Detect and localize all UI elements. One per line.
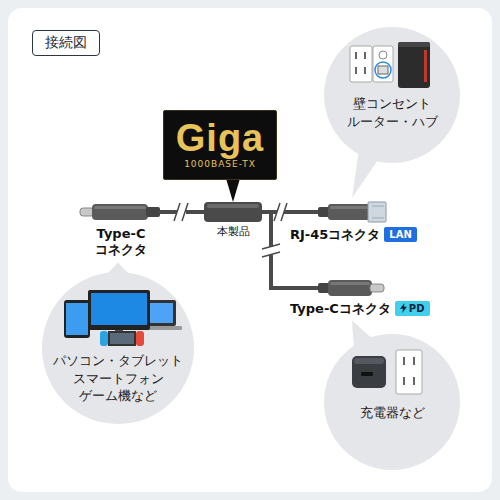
plug-highlight bbox=[330, 206, 368, 209]
lan-jack bbox=[378, 66, 388, 74]
node-text: 本製品 bbox=[200, 225, 266, 239]
plug-body bbox=[328, 280, 372, 296]
plug-body bbox=[328, 204, 370, 220]
outlet-slot bbox=[364, 67, 366, 74]
bolt-icon bbox=[400, 303, 407, 313]
lan-plate bbox=[373, 46, 393, 82]
plug-body bbox=[92, 204, 148, 220]
charger-port bbox=[361, 372, 373, 376]
rj45-contact bbox=[372, 218, 384, 219]
outlet-slot bbox=[413, 357, 415, 365]
cable-stub bbox=[261, 210, 267, 214]
outlet-slot bbox=[355, 52, 357, 59]
outlet-slot bbox=[403, 357, 405, 365]
cable-stub bbox=[287, 286, 320, 290]
outlet-plate bbox=[396, 350, 422, 394]
node-text: RJ-45コネクタ bbox=[290, 227, 380, 242]
text-group: Giga1000BASE-TX bbox=[176, 119, 264, 171]
game-screen bbox=[108, 331, 136, 346]
text-group: 充電器など bbox=[332, 404, 452, 422]
typec-plug-left bbox=[80, 204, 163, 220]
circle-fill bbox=[324, 27, 460, 163]
tablet bbox=[64, 300, 90, 338]
lan-highlight bbox=[375, 62, 391, 78]
product-highlight bbox=[207, 204, 259, 208]
node-text: パソコン・タブレット スマートフォン ゲーム機など bbox=[47, 352, 189, 405]
outlet-slot bbox=[413, 377, 415, 385]
cable-stub bbox=[287, 210, 320, 214]
plug-highlight bbox=[330, 282, 370, 285]
node-subtext: PD bbox=[395, 301, 430, 316]
node-text: Type-C コネクタ bbox=[80, 226, 162, 259]
game-joycon-right bbox=[136, 331, 144, 346]
giga-badge: Giga1000BASE-TX bbox=[163, 110, 277, 180]
tablet-display bbox=[66, 303, 88, 335]
node-text: Type-Cコネクタ bbox=[290, 301, 391, 316]
card bbox=[8, 8, 492, 492]
node-text: 充電器など bbox=[332, 404, 452, 422]
rj45-plug bbox=[287, 202, 386, 222]
monitor bbox=[88, 290, 150, 330]
cable-stub bbox=[199, 210, 205, 214]
break-gap bbox=[277, 203, 284, 221]
node-text: Giga bbox=[176, 119, 264, 159]
outlet-slot bbox=[364, 52, 366, 59]
break-line bbox=[182, 203, 188, 221]
game-display bbox=[110, 333, 134, 344]
text-group: 本製品 bbox=[200, 225, 266, 239]
callout-circle: 充電器など bbox=[324, 334, 460, 470]
circle-fill bbox=[42, 272, 194, 424]
monitor-display bbox=[91, 293, 147, 325]
outlet-slot bbox=[355, 67, 357, 74]
plug-tip bbox=[80, 208, 94, 216]
circle-fill bbox=[324, 334, 460, 470]
text-group: 壁コンセント ルーター・ハブ bbox=[337, 95, 447, 130]
break-line bbox=[262, 244, 280, 249]
charger-body bbox=[352, 356, 386, 388]
typec-plug-pd bbox=[287, 280, 384, 296]
node-text: 壁コンセント ルーター・ハブ bbox=[337, 95, 447, 130]
break-line bbox=[274, 203, 280, 221]
diagram-title: 接続図 bbox=[32, 30, 100, 56]
strain-relief bbox=[146, 207, 160, 217]
coax-jack bbox=[379, 51, 387, 59]
node-subtext: LAN bbox=[384, 227, 416, 242]
text-group: Type-Cコネクタ PD bbox=[288, 298, 432, 318]
router-stripe bbox=[424, 50, 427, 82]
product-box bbox=[204, 202, 262, 222]
text-group: Type-C コネクタ bbox=[80, 226, 162, 259]
break-line bbox=[262, 252, 280, 257]
break-line bbox=[281, 203, 287, 221]
rj45-contact bbox=[372, 206, 384, 207]
outlet-plate bbox=[350, 46, 372, 82]
break-line bbox=[174, 203, 180, 221]
text-group: パソコン・タブレット スマートフォン ゲーム機など bbox=[47, 352, 189, 405]
node-subtext: 1000BASE-TX bbox=[176, 159, 264, 171]
callout-tail bbox=[226, 179, 240, 202]
outlet-slot bbox=[403, 377, 405, 385]
text-group: RJ-45コネクタ LAN bbox=[288, 224, 426, 244]
bolt-shape bbox=[400, 303, 407, 313]
game-joycon-left bbox=[100, 331, 108, 346]
router-body bbox=[398, 42, 430, 88]
router-top bbox=[398, 42, 430, 47]
product-body bbox=[199, 202, 267, 222]
charger-top bbox=[354, 358, 384, 364]
cable-stub bbox=[159, 210, 163, 214]
plug-tip bbox=[370, 284, 384, 292]
break-marks bbox=[174, 203, 287, 257]
wall-router-picture bbox=[350, 42, 430, 88]
circle-outline bbox=[324, 334, 460, 470]
plug-highlight bbox=[94, 206, 146, 209]
rj45-head bbox=[368, 202, 386, 222]
